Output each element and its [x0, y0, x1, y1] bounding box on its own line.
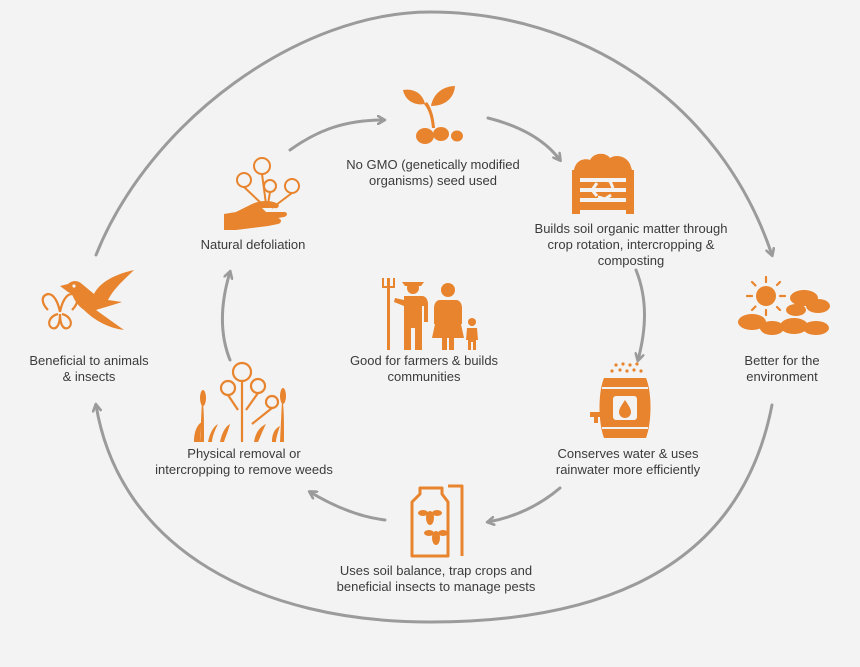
outer-arc-bottom: [96, 405, 774, 624]
environment-label: Better for the environment: [744, 353, 820, 384]
hand-cotton-icon: [222, 156, 304, 234]
farmer-family-icon: [382, 274, 482, 350]
bee-trap-icon: [406, 480, 468, 560]
pests-label: Uses soil balance, trap crops and benefi…: [336, 563, 536, 594]
cotton-plants-icon: [192, 360, 292, 444]
compost-recycle-icon: [570, 150, 636, 216]
sun-clouds-icon: [736, 276, 832, 338]
arrow-weeds-to-defoliation: [221, 272, 231, 362]
farmers-label: Good for farmers & builds communities: [349, 353, 499, 384]
outer-arc-top: [94, 10, 772, 255]
no-gmo-label: No GMO (genetically modified organisms) …: [346, 157, 520, 188]
soil-label: Builds soil organic matter through crop …: [534, 221, 728, 268]
weeds-label: Physical removal or intercropping to rem…: [155, 446, 333, 477]
water-label: Conserves water & uses rainwater more ef…: [555, 446, 701, 477]
arrow-nogmo-to-soil: [486, 116, 560, 160]
seedling-icon: [402, 84, 468, 148]
animals-label: Beneficial to animals & insects: [29, 353, 149, 384]
hummingbird-butterfly-icon: [38, 266, 138, 340]
arrow-defoliation-to-nogmo: [288, 120, 384, 152]
arrow-pests-to-weeds: [310, 492, 387, 522]
rain-barrel-icon: [590, 362, 660, 442]
defoliation-label: Natural defoliation: [200, 237, 306, 252]
arrow-water-to-pests: [488, 486, 562, 522]
arrow-soil-to-water: [636, 268, 646, 360]
